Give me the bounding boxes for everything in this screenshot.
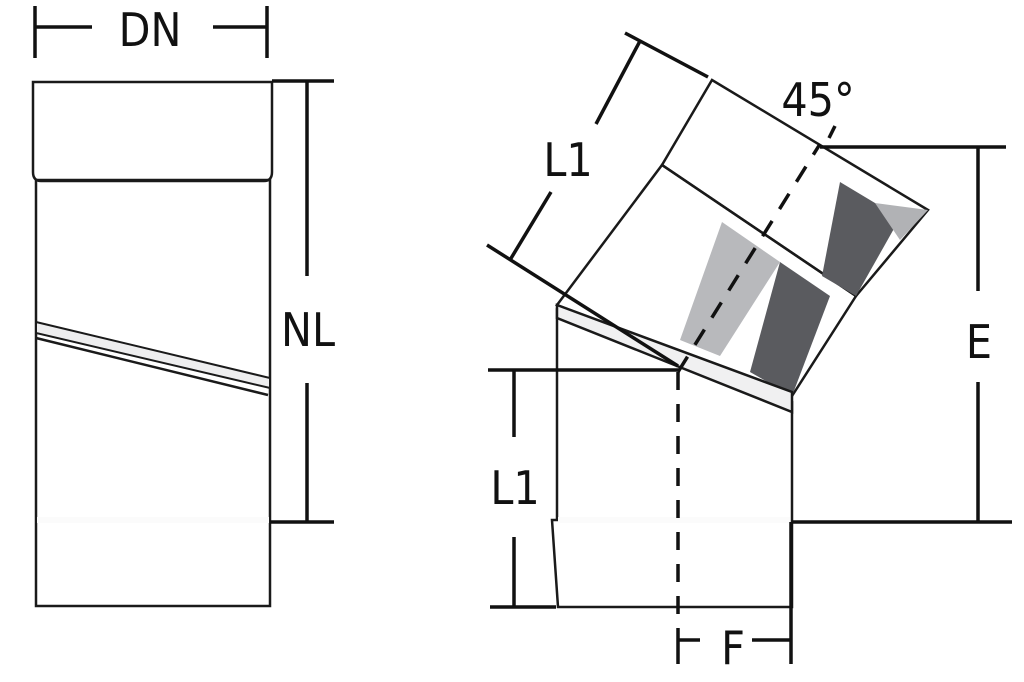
straight-pipe-collar (31, 80, 274, 183)
upper-l1-label: L1 (543, 133, 592, 187)
angle-annotation: 45° (781, 73, 855, 139)
angle-label: 45° (781, 73, 854, 127)
elbow-joint (555, 303, 794, 414)
elbow-upper-segment (555, 78, 930, 398)
f-dimension: F (676, 522, 793, 675)
straight-pipe (31, 80, 274, 608)
dn-dimension: DN (33, 3, 269, 58)
elbow (550, 78, 930, 640)
lower-l1-dimension: L1 (488, 368, 678, 609)
e-dimension: E (792, 145, 1012, 524)
e-label: E (966, 315, 992, 369)
straight-pipe-body (34, 178, 272, 608)
straight-pipe-band (37, 517, 269, 523)
f-label: F (721, 621, 745, 675)
upper-l1-dimension: L1 (486, 31, 709, 368)
straight-pipe-seam (35, 320, 271, 390)
nl-label: NL (281, 303, 335, 357)
lower-l1-label: L1 (490, 461, 539, 515)
dn-label: DN (119, 3, 182, 57)
nl-dimension: NL (270, 79, 335, 524)
